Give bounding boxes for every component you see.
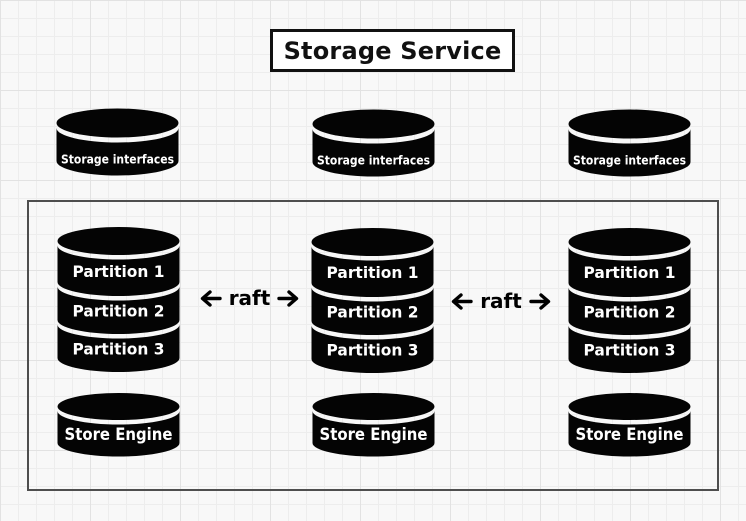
partition-stack-node-2: Partition 1 Partition 2 Partition 3 [310, 227, 435, 377]
partition-2-label: Partition 2 [584, 303, 676, 322]
database-stack-icon: Partition 1 Partition 2 Partition 3 [57, 227, 180, 372]
database-stack-icon: Partition 1 Partition 2 Partition 3 [568, 228, 691, 373]
partition-3-label: Partition 3 [327, 341, 419, 360]
right-arrow-icon [529, 292, 551, 310]
partition-2-label: Partition 2 [327, 303, 419, 322]
right-arrow-icon [277, 289, 299, 307]
partition-stack-node-3: Partition 1 Partition 2 Partition 3 [567, 227, 692, 377]
raft-label: raft [480, 289, 522, 313]
storage-interfaces-node-3: Storage interfaces [567, 108, 692, 182]
left-arrow-icon [451, 292, 473, 310]
partition-3-label: Partition 3 [584, 341, 676, 360]
store-engine-label: Store Engine [320, 425, 428, 444]
storage-interfaces-node-1: Storage interfaces [55, 107, 180, 181]
raft-link-2: raft [448, 286, 554, 316]
database-cylinder-icon: Store Engine [312, 393, 435, 457]
raft-link-1: raft [192, 283, 307, 313]
store-engine-label: Store Engine [576, 425, 684, 444]
storage-interfaces-label: Storage interfaces [61, 153, 174, 167]
store-engine-node-1: Store Engine [56, 392, 181, 462]
cluster-boundary-box [27, 200, 719, 491]
partition-1-label: Partition 1 [73, 262, 165, 281]
partition-1-label: Partition 1 [327, 263, 419, 282]
left-arrow-icon [200, 289, 222, 307]
title-box: Storage Service [270, 29, 515, 72]
page-title: Storage Service [283, 36, 502, 65]
database-cylinder-icon: Storage interfaces [56, 108, 179, 176]
raft-label: raft [228, 286, 271, 310]
storage-interfaces-label: Storage interfaces [573, 154, 686, 168]
store-engine-label: Store Engine [65, 425, 173, 444]
database-stack-icon: Partition 1 Partition 2 Partition 3 [311, 228, 434, 373]
database-cylinder-icon: Storage interfaces [568, 109, 691, 177]
partition-1-label: Partition 1 [584, 263, 676, 282]
storage-interfaces-label: Storage interfaces [317, 154, 430, 168]
partition-2-label: Partition 2 [73, 302, 165, 321]
store-engine-node-3: Store Engine [567, 392, 692, 462]
database-cylinder-icon: Storage interfaces [312, 109, 435, 177]
database-cylinder-icon: Store Engine [57, 393, 180, 457]
partition-3-label: Partition 3 [73, 340, 165, 359]
store-engine-node-2: Store Engine [311, 392, 436, 462]
partition-stack-node-1: Partition 1 Partition 2 Partition 3 [56, 226, 181, 376]
storage-interfaces-node-2: Storage interfaces [311, 108, 436, 182]
database-cylinder-icon: Store Engine [568, 393, 691, 457]
